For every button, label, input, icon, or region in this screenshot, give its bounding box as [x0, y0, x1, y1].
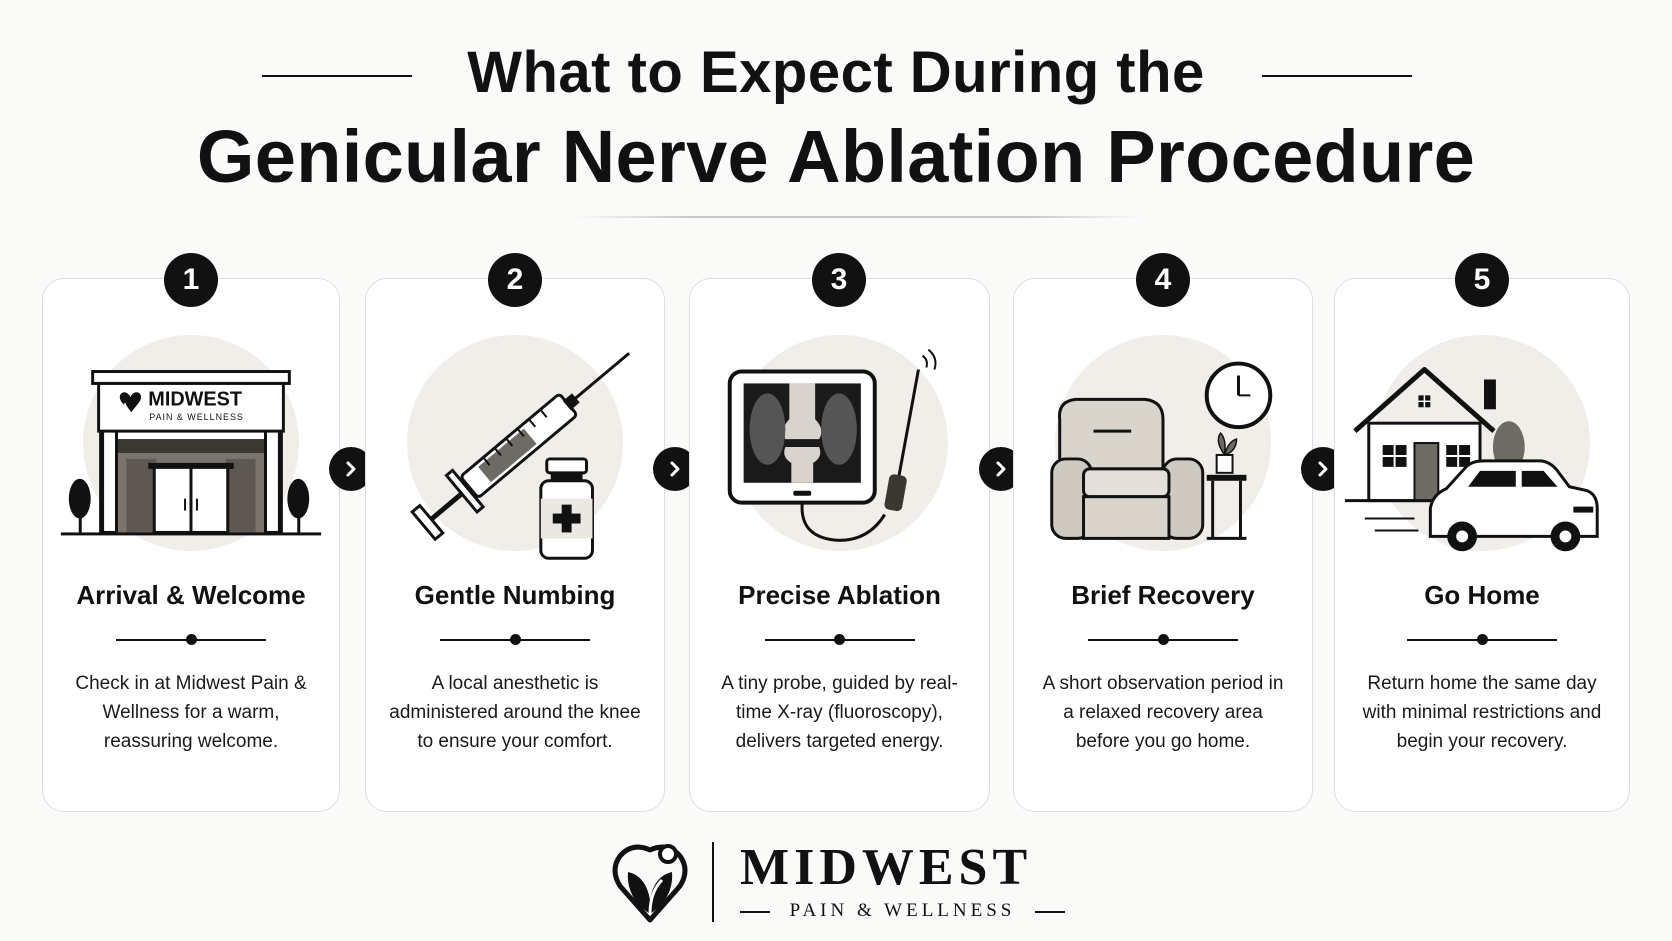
sign-brand: MIDWEST	[148, 388, 242, 410]
step-badge-2: 2	[488, 253, 542, 307]
step-card-4: Brief Recovery A short observation perio…	[1013, 278, 1313, 812]
title-rule-right	[1262, 75, 1412, 77]
step-description: A local anesthetic is administered aroun…	[389, 673, 641, 752]
title-line-1: What to Expect During the	[467, 40, 1205, 105]
step-title: Brief Recovery	[1071, 580, 1255, 610]
title-rule-left	[262, 75, 412, 77]
step-title: Gentle Numbing	[414, 580, 616, 610]
footer-sub-rule-left	[740, 911, 770, 913]
step-description: Check in at Midwest Pain & Wellness for …	[75, 673, 307, 752]
step-badge-1: 1	[164, 253, 218, 307]
footer-separator	[712, 842, 714, 922]
step-description: A short observation period in a relaxed …	[1042, 673, 1284, 752]
footer-brand-sub: PAIN & WELLNESS	[789, 900, 1016, 921]
footer-sub-rule-right	[1035, 911, 1065, 913]
footer-brand-sub-row: PAIN & WELLNESS	[740, 900, 1065, 922]
xray-probe-icon	[727, 348, 937, 542]
step-card-3: Precise Ablation A tiny probe, guided by…	[689, 278, 990, 812]
divider-dot	[834, 634, 845, 645]
divider-dot	[1157, 634, 1169, 645]
divider-dot	[1476, 634, 1488, 645]
header: What to Expect During the Genicular Nerv…	[0, 0, 1672, 230]
page-title: Genicular Nerve Ablation Procedure	[196, 115, 1476, 198]
leaf-pin-logo-icon	[612, 844, 688, 923]
syringe-vial-icon	[410, 352, 631, 560]
divider-dot	[509, 634, 521, 645]
step-title: Arrival & Welcome	[76, 580, 306, 610]
footer-brand: MIDWEST PAIN & WELLNESS	[0, 830, 1672, 941]
house-car-icon	[1344, 367, 1599, 552]
step-badge-4: 4	[1136, 253, 1190, 307]
step-badge-5: 5	[1455, 253, 1509, 307]
step-card-2: Gentle Numbing A local anesthetic is adm…	[365, 278, 665, 812]
step-title: Go Home	[1424, 580, 1540, 610]
sign-sub: PAIN & WELLNESS	[149, 412, 244, 422]
step-card-1: MIDWEST PAIN & WELLNESS Arrival & Welcom…	[42, 278, 340, 812]
step-card-5: Go Home Return home the same day with mi…	[1334, 278, 1630, 812]
step-description: Return home the same day with minimal re…	[1362, 673, 1602, 752]
footer-brand-name: MIDWEST	[740, 839, 1033, 896]
clinic-building-icon: MIDWEST PAIN & WELLNESS	[60, 370, 322, 536]
step-description: A tiny probe, guided by real-time X-ray …	[721, 673, 958, 752]
recliner-clock-icon	[1050, 361, 1273, 540]
step-badge-3: 3	[812, 253, 866, 307]
divider-dot	[185, 634, 197, 645]
title-underline	[575, 216, 1140, 218]
step-title: Precise Ablation	[738, 580, 941, 610]
